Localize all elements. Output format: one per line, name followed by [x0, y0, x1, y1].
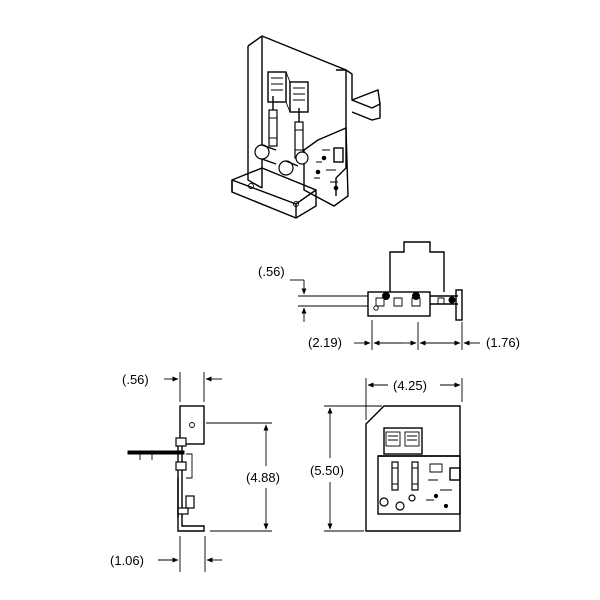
dim-label-front-view-width: (4.25)	[393, 378, 427, 393]
dim-label-side-view-height: (4.88)	[246, 470, 280, 485]
front-view-dimensions	[324, 378, 463, 532]
dim-label-front-view-height: (5.50)	[310, 463, 344, 478]
side-view	[127, 405, 205, 532]
dim-label-top-view-right: (1.76)	[486, 335, 520, 350]
dim-label-top-view-height: (.56)	[258, 264, 285, 279]
dim-label-side-view-top-width: (.56)	[122, 372, 149, 387]
isometric-view	[231, 35, 381, 219]
side-view-dimensions	[158, 372, 272, 572]
front-view	[365, 405, 461, 532]
dim-label-side-view-bottom-width: (1.06)	[110, 553, 144, 568]
top-view-dimensions	[290, 279, 480, 350]
dim-label-top-view-left: (2.19)	[308, 335, 342, 350]
top-view	[367, 241, 463, 321]
